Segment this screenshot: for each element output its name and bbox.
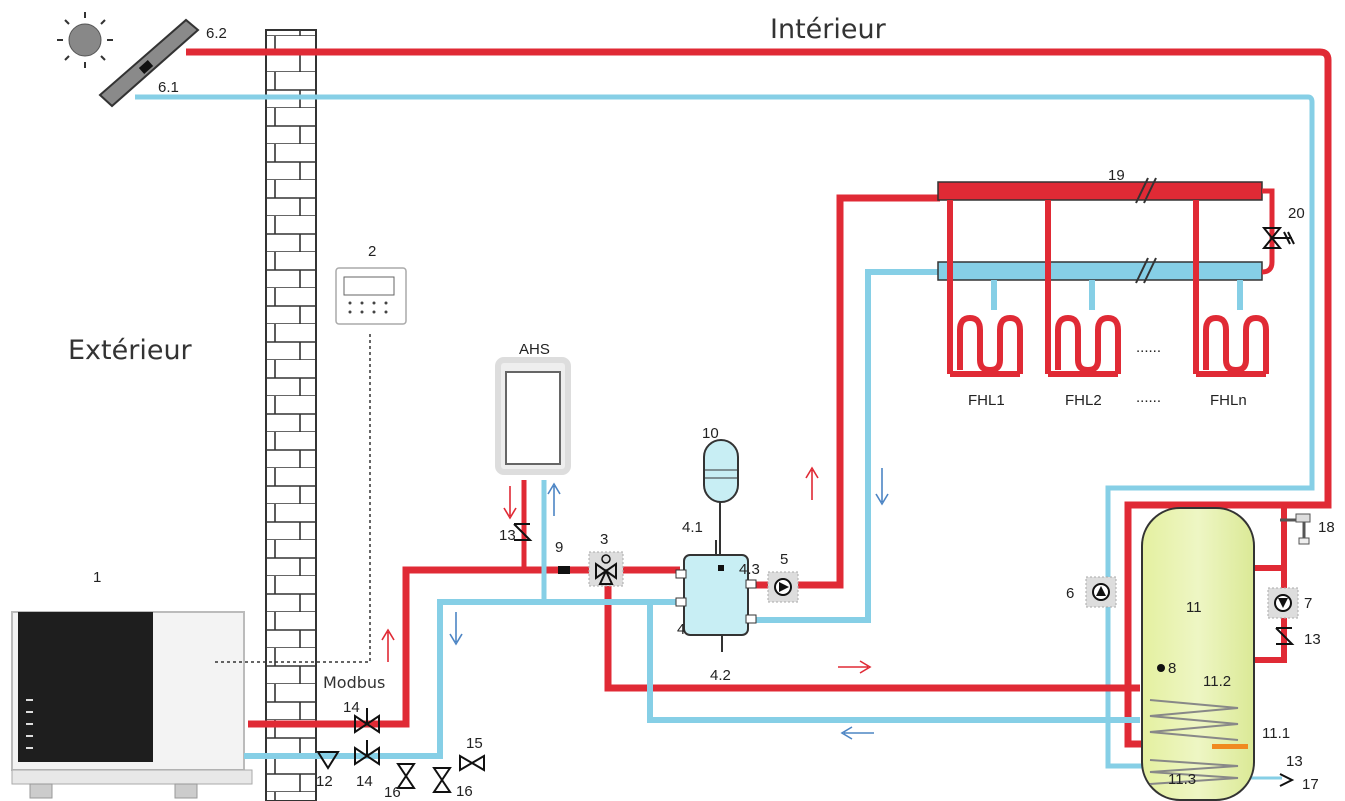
manifold-return	[937, 261, 1263, 281]
dhw-supply-pipe	[604, 570, 1140, 692]
filter-icon	[316, 751, 340, 770]
floor-loop-n	[1193, 200, 1269, 377]
label-ahs: AHS	[519, 341, 550, 358]
loops-ellipsis-bottom: ......	[1136, 389, 1161, 406]
three-way-valve-icon	[588, 551, 624, 587]
sensor-9-icon	[558, 566, 570, 574]
expansion-vessel	[703, 439, 739, 555]
label-10: 10	[702, 425, 719, 442]
aux-heat-source	[495, 357, 571, 475]
label-20: 20	[1288, 205, 1305, 222]
label-17: 17	[1302, 776, 1319, 793]
label-6: 6	[1066, 585, 1074, 602]
label-19: 19	[1108, 167, 1125, 184]
modbus-label: Modbus	[323, 673, 385, 692]
label-12: 12	[316, 773, 333, 790]
safety-valve-icon	[459, 754, 485, 772]
label-4: 4	[677, 621, 685, 638]
label-3: 3	[600, 531, 608, 548]
outdoor-label: Extérieur	[68, 335, 193, 366]
dhw-return-pipe	[647, 602, 1140, 723]
label-13-a: 13	[499, 527, 516, 544]
label-4-1: 4.1	[682, 519, 703, 536]
manifold-supply	[937, 181, 1263, 201]
label-11-1: 11.1	[1262, 725, 1290, 742]
floor-return-pipe	[745, 269, 940, 623]
floor-loop-2	[1045, 200, 1121, 377]
label-11-2: 11.2	[1203, 673, 1231, 690]
label-13-c: 13	[1286, 753, 1303, 770]
label-14-a: 14	[343, 699, 360, 716]
loops-ellipsis-top: ......	[1136, 339, 1161, 356]
bypass-valve-icon	[1261, 227, 1295, 249]
label-15: 15	[466, 735, 483, 752]
label-16-b: 16	[456, 783, 473, 800]
flow-arrows	[381, 466, 889, 740]
label-11: 11	[1186, 599, 1202, 616]
label-9: 9	[555, 539, 563, 556]
label-18: 18	[1318, 519, 1335, 536]
indoor-label: Intérieur	[770, 14, 887, 45]
label-fhl2: FHL2	[1065, 392, 1102, 409]
label-11-3: 11.3	[1168, 771, 1196, 788]
label-fhln: FHLn	[1210, 392, 1247, 409]
brick-wall	[265, 29, 317, 801]
label-2: 2	[368, 243, 376, 260]
check-valve-icon	[513, 523, 1295, 787]
label-4-2: 4.2	[710, 667, 731, 684]
pump-5-icon	[767, 571, 799, 603]
buffer-tank	[675, 540, 757, 652]
primary-return-pipe	[244, 599, 680, 759]
solar-cold-pipe	[135, 94, 1315, 769]
floor-loop-1	[947, 200, 1023, 377]
label-16-a: 16	[384, 784, 401, 801]
pump-7-icon	[1267, 587, 1299, 619]
heat-pump-unit	[11, 611, 253, 799]
label-1: 1	[93, 569, 101, 586]
controller-panel	[335, 267, 407, 325]
label-fhl1: FHL1	[968, 392, 1005, 409]
label-4-3: 4.3	[739, 561, 760, 578]
solar-collector	[98, 18, 200, 108]
shutoff-valve-icon	[354, 708, 380, 766]
label-6-1: 6.1	[158, 79, 179, 96]
tap-icon	[1280, 513, 1311, 545]
solar-hot-pipe	[186, 48, 1332, 748]
drain-valve-icon	[396, 763, 452, 793]
label-5: 5	[780, 551, 788, 568]
label-6-2: 6.2	[206, 25, 227, 42]
pump-6-icon	[1085, 576, 1117, 608]
label-8: 8	[1168, 660, 1176, 677]
sun-icon	[57, 12, 113, 68]
label-14-b: 14	[356, 773, 373, 790]
floor-supply-pipe	[750, 194, 940, 589]
label-7: 7	[1304, 595, 1312, 612]
modbus-line	[212, 334, 371, 663]
label-13-b: 13	[1304, 631, 1321, 648]
dhw-tank	[1141, 507, 1255, 801]
